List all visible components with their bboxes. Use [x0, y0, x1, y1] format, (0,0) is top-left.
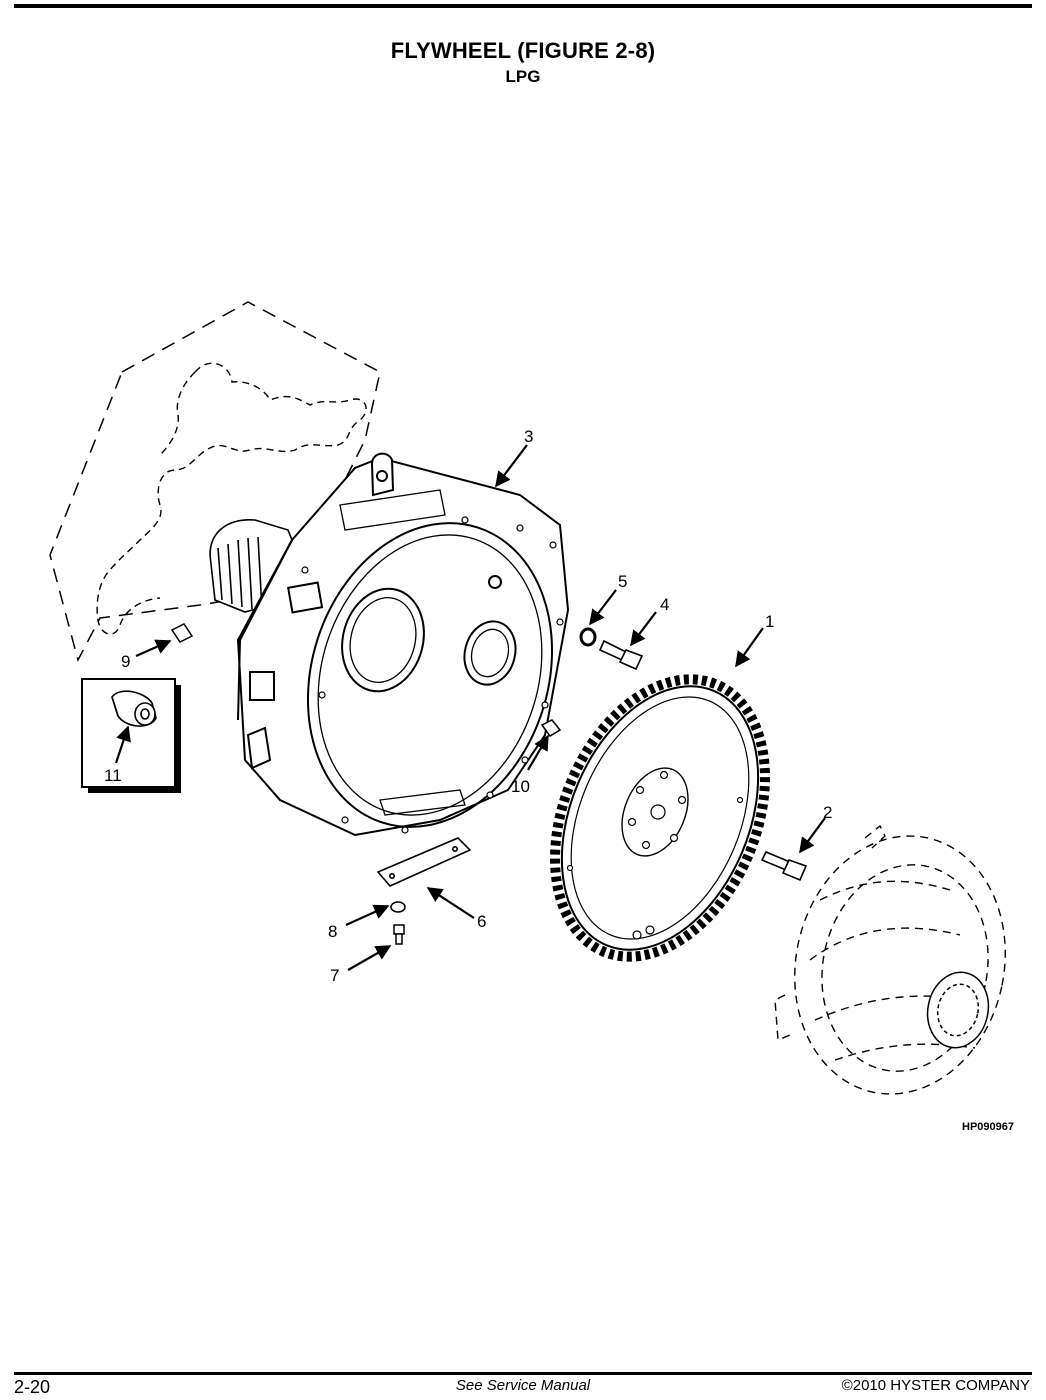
engine-rear-plate [96, 362, 367, 635]
callout-9: 9 [121, 652, 130, 671]
washer-part-5 [579, 627, 597, 647]
bolt-part-4 [598, 639, 644, 671]
torque-converter-hub [926, 971, 990, 1049]
top-rule [14, 4, 1032, 8]
flywheel [550, 674, 770, 962]
bushing-part-11 [111, 690, 157, 727]
dowel-pin-part-9 [170, 623, 194, 643]
bolt-part-7 [393, 924, 405, 945]
leader-arrows [114, 444, 826, 971]
callout-6: 6 [477, 912, 486, 931]
page-title: FLYWHEEL (FIGURE 2-8) [390, 38, 656, 63]
copyright: ©2010 HYSTER COMPANY [841, 1377, 1030, 1394]
page-number: 2-20 [14, 1377, 51, 1397]
callout-4: 4 [660, 595, 669, 614]
dowel-pin-part-10 [540, 719, 562, 737]
bolt-part-2 [760, 850, 808, 882]
page-subtitle: LPG [505, 67, 541, 86]
torque-converter-outline [774, 824, 1006, 1095]
callout-8: 8 [328, 922, 337, 941]
housing-bolt-holes [301, 516, 564, 834]
callout-2: 2 [823, 803, 832, 822]
bottom-rule [14, 1372, 1032, 1375]
callout-11: 11 [104, 766, 122, 785]
inset-detail-box [81, 678, 181, 793]
callout-3: 3 [524, 427, 533, 446]
footer-note: See Service Manual [455, 1377, 591, 1394]
figure-id: HP090967 [962, 1121, 1014, 1133]
flywheel-housing [236, 452, 570, 837]
callout-5: 5 [618, 572, 627, 591]
washer-part-8 [390, 901, 406, 913]
inspection-cover [376, 837, 472, 887]
callout-10: 10 [511, 777, 530, 796]
callout-7: 7 [330, 966, 339, 985]
callout-1: 1 [765, 612, 774, 631]
